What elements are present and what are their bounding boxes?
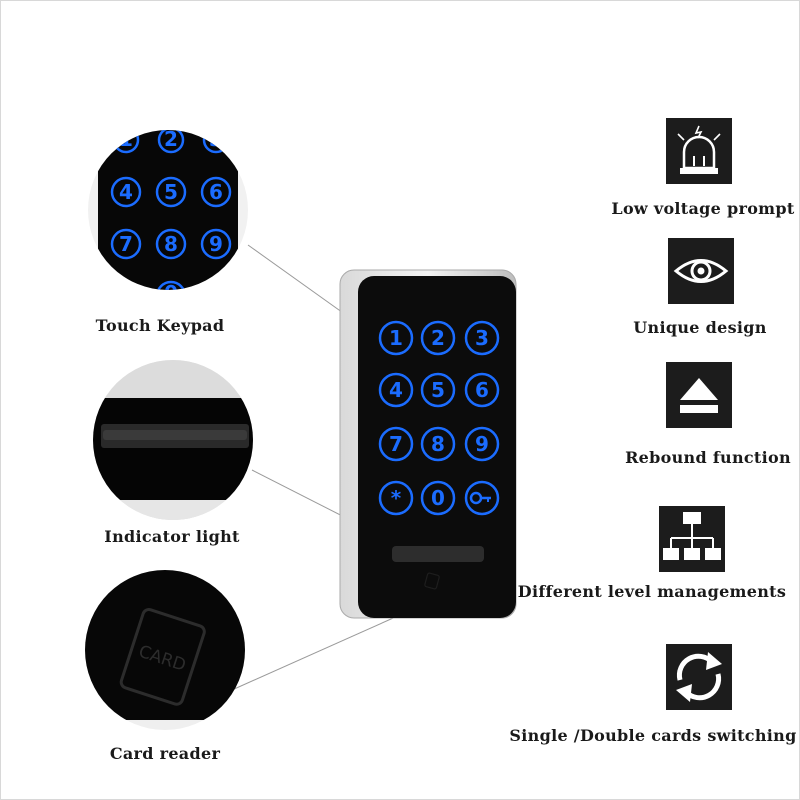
unique-design-label: Unique design: [633, 318, 767, 337]
device-key-label: 7: [389, 432, 403, 456]
low-voltage-prompt-label: Low voltage prompt: [611, 199, 795, 218]
device-key-1: [378, 320, 414, 356]
different-level-managements-label: Different level managements: [517, 582, 787, 601]
zoom-key-6: 6: [209, 180, 223, 204]
zoom-key-4: 4: [119, 180, 133, 204]
eject-icon: [666, 362, 732, 428]
device-key-8: [420, 426, 456, 462]
device-key-2: [420, 320, 456, 356]
device-key-5: [420, 372, 456, 408]
zoom-key-7: 7: [119, 232, 133, 256]
device-key-label: *: [391, 486, 402, 510]
device-key-4: [378, 372, 414, 408]
device-key-7: [378, 426, 414, 462]
device-key-label: 1: [389, 326, 403, 350]
key-icon: [469, 491, 491, 505]
device-key-label: 8: [431, 432, 445, 456]
touch-keypad-label: Touch Keypad: [95, 316, 225, 335]
zoom-key-5: 5: [164, 180, 178, 204]
device-key-label: 2: [431, 326, 445, 350]
device-key-label: 4: [389, 378, 403, 402]
device-key-label: 5: [431, 378, 445, 402]
card-reader-label: Card reader: [109, 744, 221, 763]
device-key-9: [464, 426, 500, 462]
card-reader-zoom-image: CARD: [85, 570, 245, 720]
indicator-zoom: [93, 360, 253, 520]
hierarchy-icon: [659, 506, 725, 572]
device-key-label: 3: [475, 326, 489, 350]
indicator-zoom-image: [93, 360, 253, 520]
device-key-label: 6: [475, 378, 489, 402]
zoom-key-8: 8: [164, 232, 178, 256]
zoom-key-2: 2: [164, 130, 178, 151]
device-key-3: [464, 320, 500, 356]
device-key-label: 9: [475, 432, 489, 456]
rebound-function-label: Rebound function: [625, 448, 791, 467]
single-double-cards-switching-label: Single /Double cards switching: [509, 726, 797, 745]
zoom-key-9: 9: [209, 232, 223, 256]
switch-arrows-icon: [666, 644, 732, 710]
device-key-label: 0: [431, 486, 445, 510]
zoom-key-0: 0: [164, 281, 178, 290]
card-reader-zoom: CARD: [85, 570, 245, 730]
keypad-lock-device: 1 2 3 4 5 6 7 8 9 * 0: [339, 269, 517, 619]
device-key-6: [464, 372, 500, 408]
alarm-light-icon: [666, 118, 732, 184]
keypad-zoom: 4 5 6 7 8 9 1 2 3 * 0: [88, 130, 248, 290]
device-key-star: [378, 480, 414, 516]
indicator-light-label: Indicator light: [104, 527, 240, 546]
device-key-0: [420, 480, 456, 516]
keypad-zoom-image: 4 5 6 7 8 9 1 2 3 * 0: [98, 130, 238, 290]
eye-icon: [668, 238, 734, 304]
device-key-key: [464, 480, 500, 516]
